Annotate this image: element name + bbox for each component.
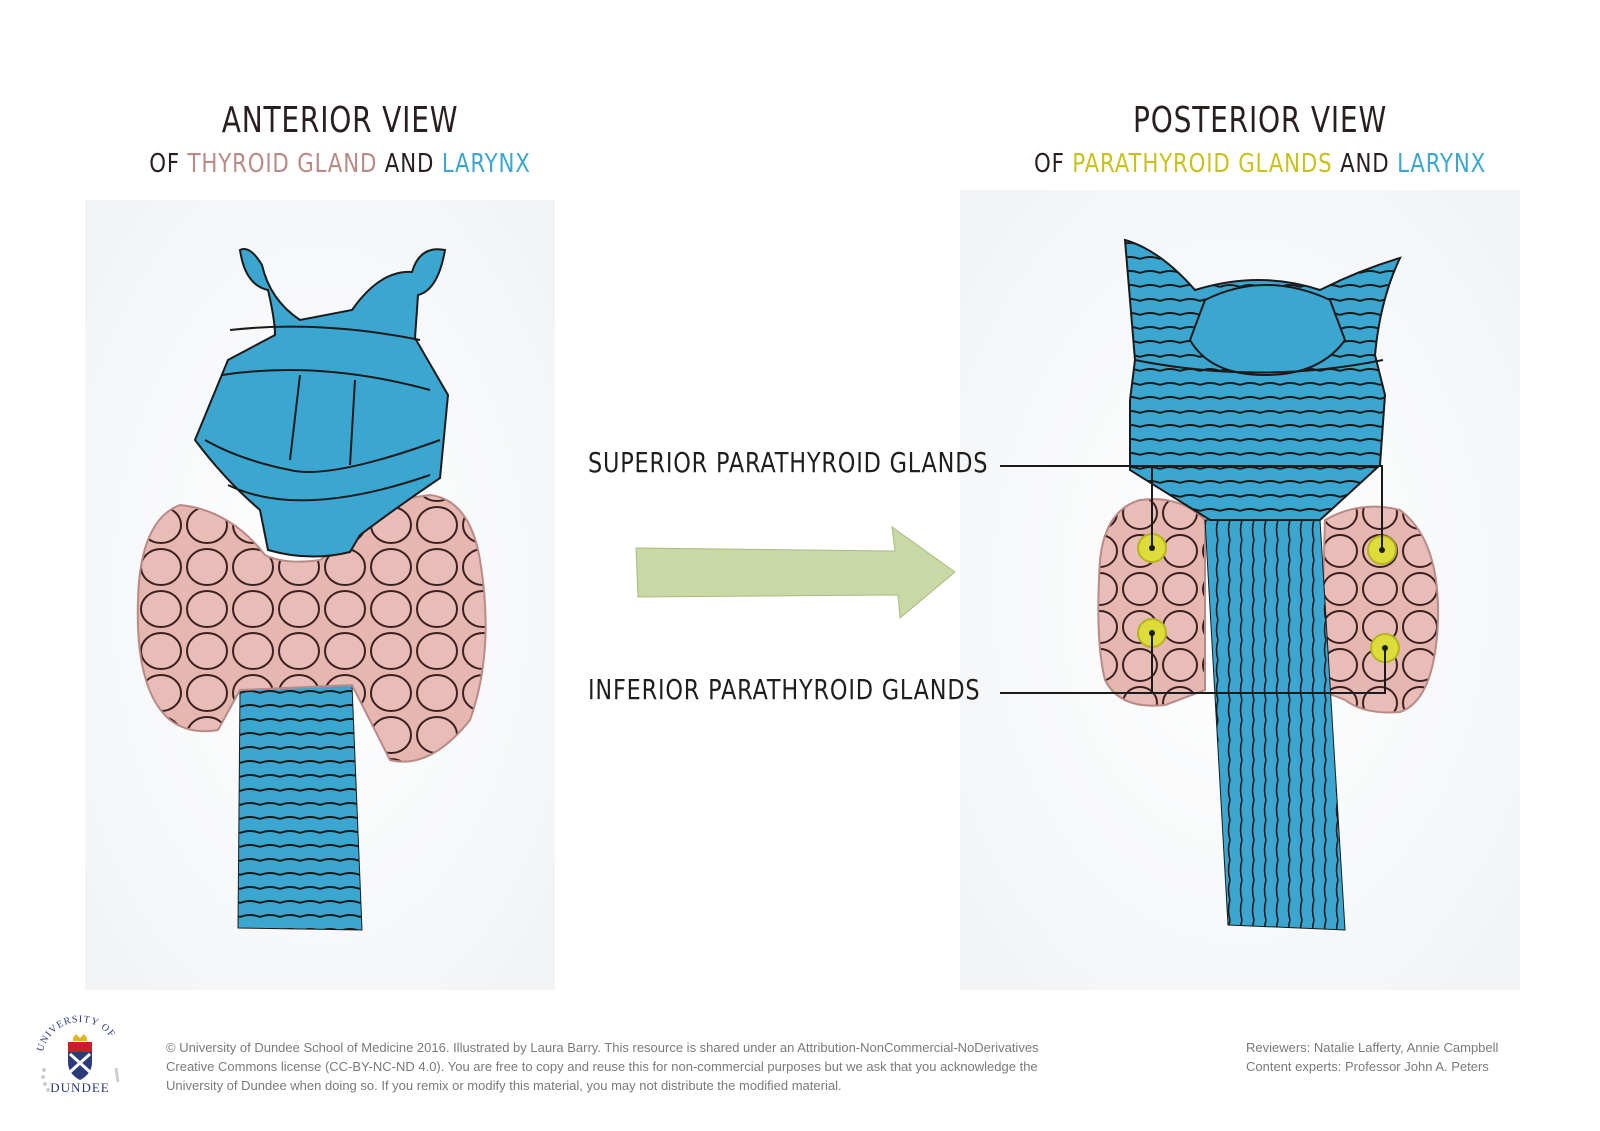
cricoid-lamina: [1188, 284, 1347, 377]
subheading-thyroid: THYROID GLAND: [187, 149, 378, 179]
license-line-1: © University of Dundee School of Medicin…: [166, 1040, 1039, 1055]
anterior-view-heading: ANTERIOR VIEW: [221, 100, 459, 141]
thyroid-right-lobe-posterior: [1318, 505, 1440, 714]
larynx-anterior: [193, 248, 450, 558]
license-text: © University of Dundee School of Medicin…: [166, 1038, 1166, 1095]
university-logo: UNIVERSITY OF: [35, 1014, 120, 1092]
credits-text: Reviewers: Natalie Lafferty, Annie Campb…: [1246, 1038, 1586, 1076]
larynx-posterior: [1123, 238, 1402, 521]
subheading-parathyroid: PARATHYROID GLANDS: [1072, 149, 1333, 179]
logo-name: DUNDEE: [50, 1080, 110, 1095]
subheading-larynx: LARYNX: [1397, 149, 1487, 179]
license-line-2: Creative Commons license (CC-BY-NC-ND 4.…: [166, 1059, 1038, 1074]
inferior-leader-lines: [1000, 633, 1386, 694]
subheading-larynx: LARYNX: [441, 149, 531, 179]
posterior-view-title: POSTERIOR VIEW OF PARATHYROID GLANDS AND…: [980, 100, 1540, 179]
subheading-and: AND: [1340, 149, 1390, 179]
anterior-view-diagram: [136, 248, 487, 931]
license-line-3: University of Dundee when doing so. If y…: [166, 1078, 842, 1093]
subheading-of: OF: [1033, 149, 1065, 179]
anterior-view-subheading: OF THYROID GLAND AND LARYNX: [135, 149, 545, 179]
posterior-view-heading: POSTERIOR VIEW: [1132, 100, 1388, 141]
superior-leader-lines: [1000, 465, 1383, 548]
posterior-view-subheading: OF PARATHYROID GLANDS AND LARYNX: [1030, 149, 1489, 179]
subheading-of: OF: [149, 149, 180, 179]
thyroid-gland: [136, 493, 487, 763]
subheading-and: AND: [384, 149, 435, 179]
superior-parathyroid-label: SUPERIOR PARATHYROID GLANDS: [588, 446, 989, 479]
inferior-parathyroid-label: INFERIOR PARATHYROID GLANDS: [588, 673, 981, 706]
posterior-view-diagram: [1097, 238, 1440, 931]
reviewers-line: Reviewers: Natalie Lafferty, Annie Campb…: [1246, 1040, 1499, 1055]
direction-arrow: [635, 525, 956, 619]
trachea-anterior: [237, 684, 363, 931]
content-experts-line: Content experts: Professor John A. Peter…: [1246, 1059, 1489, 1074]
trachea-posterior: [1204, 519, 1346, 931]
anterior-view-title: ANTERIOR VIEW OF THYROID GLAND AND LARYN…: [90, 100, 590, 179]
